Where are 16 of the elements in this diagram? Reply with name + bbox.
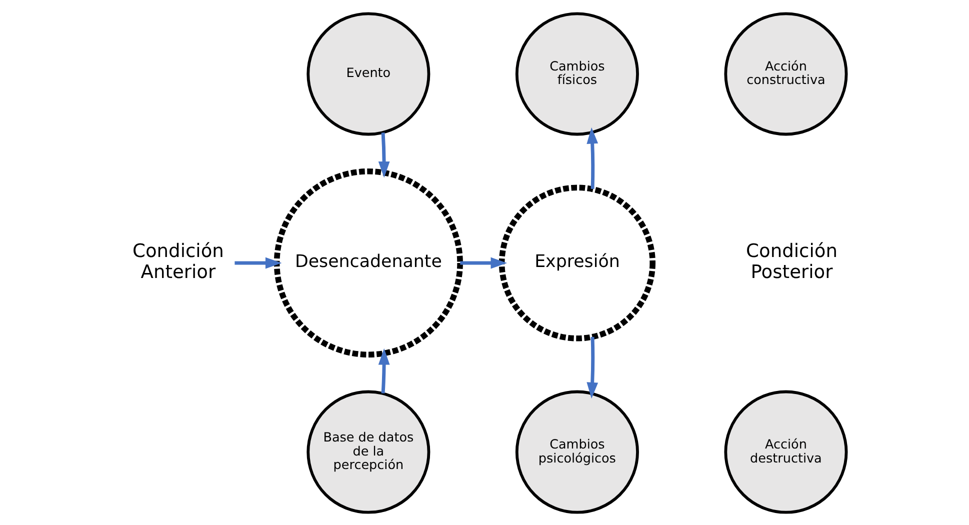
node-circle: Desencadenante [273,168,462,358]
node-circle: Cambios físicos [514,12,638,136]
node-text: Condición Anterior [132,240,224,282]
arrow [378,348,390,393]
node-circle: Expresión [498,184,655,341]
arrow [378,132,390,178]
arrow [586,336,598,398]
node-circle: Base de datos de la percepción [306,390,430,514]
node-text: Condición Posterior [746,240,837,282]
node-circle: Acción constructiva [724,12,848,136]
node-circle: Evento [306,12,430,136]
arrow [234,256,282,268]
arrow [460,256,507,268]
node-circle: Acción destructiva [724,390,848,514]
arrow [586,126,598,188]
node-circle: Cambios psicológicos [514,390,638,514]
